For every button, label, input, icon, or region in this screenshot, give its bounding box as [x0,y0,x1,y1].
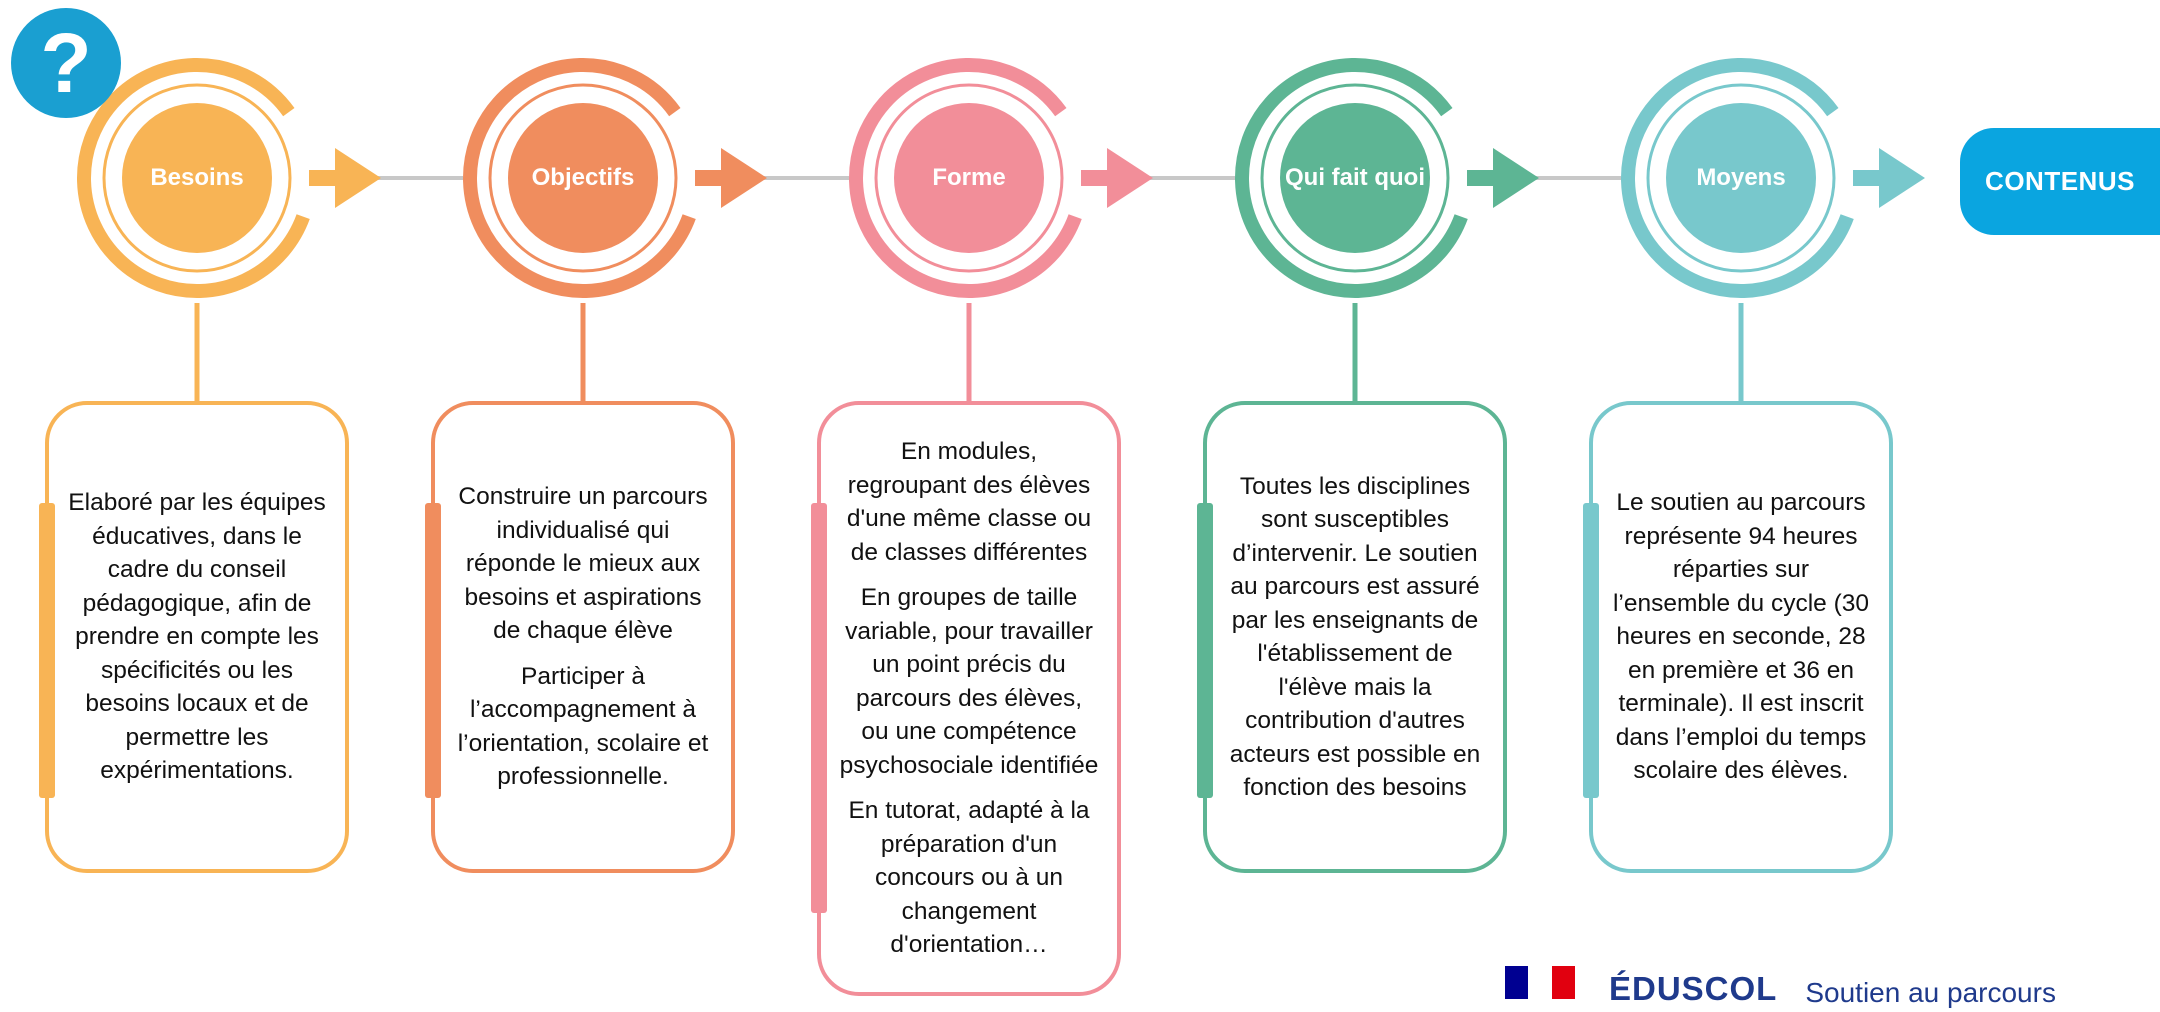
card-text: Elaboré par les équipes éducatives, dans… [68,489,326,785]
card-moyens: Le soutien au parcours représente 94 heu… [1583,401,1893,873]
card-objectifs: Construire un parcours individualisé qui… [425,401,735,873]
help-symbol: ? [40,15,92,110]
card-text: Le soutien au parcours représente 94 heu… [1612,489,1870,785]
arrow-shaft [1853,170,1881,186]
footer-branding: ÉDUSCOL Soutien au parcours [1505,966,2056,1008]
inner-ring [874,83,1064,273]
outer-ring [463,58,703,298]
card-accent-bar [1197,503,1213,798]
flag-stripe-white [1528,966,1552,999]
inner-ring [488,83,678,273]
arrow-head-icon [1107,148,1153,208]
question-mark-icon[interactable]: ? [11,8,121,118]
card-text: En modules, regroupant des élèves d'une … [846,438,1092,566]
stage-label-qui-fait-quoi[interactable]: Qui fait quoi [1280,103,1430,253]
arrow-shaft [695,170,723,186]
stage-label-besoins[interactable]: Besoins [122,103,272,253]
french-flag-icon [1505,966,1575,999]
card-text: Construire un parcours individualisé qui… [458,483,708,645]
contenus-button[interactable]: CONTENUS [1960,128,2160,235]
card-text: En groupes de taille variable, pour trav… [839,584,1099,779]
inner-ring [102,83,292,273]
card-accent-bar [811,503,827,913]
stage-label-objectifs[interactable]: Objectifs [508,103,658,253]
arrow-head-icon [721,148,767,208]
card-accent-bar [39,503,55,798]
arrow-head-icon [335,148,381,208]
eduscol-logo-text: ÉDUSCOL [1609,970,1778,1007]
card-accent-bar [425,503,441,798]
card-text: En tutorat, adapté à la préparation d'un… [848,797,1090,959]
arrow-head-icon [1493,148,1539,208]
card-accent-bar [1583,503,1599,798]
stage-label-forme[interactable]: Forme [894,103,1044,253]
flag-stripe-red [1551,966,1575,999]
footer-subtitle: Soutien au parcours [1805,977,2056,1008]
stage-label-moyens[interactable]: Moyens [1666,103,1816,253]
inner-ring [1260,83,1450,273]
card-qui-fait-quoi: Toutes les disciplines sont susceptibles… [1197,401,1507,873]
arrow-shaft [309,170,337,186]
flag-stripe-blue [1505,966,1529,999]
arrow-head-icon [1879,148,1925,208]
arrow-shaft [1467,170,1495,186]
inner-ring [1646,83,1836,273]
card-besoins: Elaboré par les équipes éducatives, dans… [39,401,349,873]
card-text: Toutes les disciplines sont susceptibles… [1229,472,1481,802]
card-text: Participer à l’accompagnement à l’orient… [457,662,709,791]
arrow-shaft [1081,170,1109,186]
card-forme: En modules, regroupant des élèves d'une … [811,401,1121,996]
